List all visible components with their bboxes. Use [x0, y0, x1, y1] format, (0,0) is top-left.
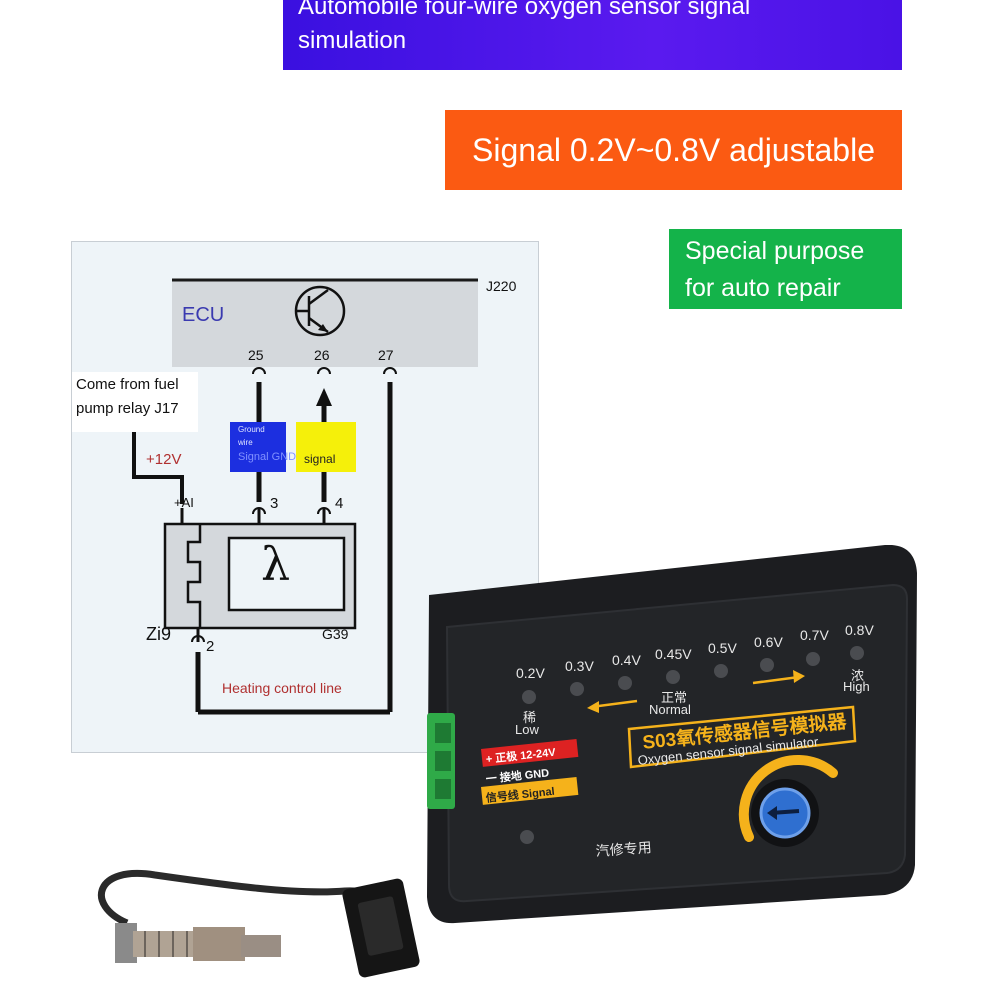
level-0.45v: 0.45V: [655, 646, 692, 662]
purpose-line-1: Special purpose: [685, 237, 865, 265]
arrow-left-icon: [587, 701, 599, 713]
arrow-right-icon: [793, 670, 805, 683]
level-0.8v: 0.8V: [845, 622, 874, 638]
pin-26: 26: [314, 347, 330, 363]
sensor-plug: [342, 878, 420, 978]
ground-small-1: Ground: [238, 425, 265, 434]
level-0.5v: 0.5V: [708, 640, 737, 656]
level-0.2v: 0.2V: [516, 665, 545, 681]
knob-scale: [738, 755, 838, 842]
title-text: Automobile four-wire oxygen sensor signa…: [298, 0, 898, 58]
ecu-label: ECU: [182, 304, 225, 326]
led-0.45v: [666, 670, 680, 684]
simulator-device: 0.2V 0.3V 0.4V 0.45V 0.5V 0.6V 0.7V 0.8V…: [415, 545, 920, 925]
ground-label: Signal GND: [238, 451, 297, 463]
led-0.5v: [714, 664, 728, 678]
signal-color-box: [296, 422, 356, 472]
oxygen-sensor: [75, 865, 465, 1001]
zi9-label: Zi9: [146, 624, 172, 644]
sensor-cable: [98, 870, 375, 927]
low-cn-label: 稀: [523, 710, 537, 725]
wiring-diagram: ECU J220 25 26 27 Come from fuel pump re…: [71, 241, 539, 753]
ground-small-2: wire: [238, 438, 253, 447]
signal-label: signal: [304, 452, 336, 466]
normal-en-label: Normal: [649, 702, 691, 717]
g39-label: G39: [322, 626, 349, 642]
plus-ai-label: +AI: [174, 495, 194, 510]
led-0.6v: [760, 658, 774, 672]
fuel-relay-line-2: pump relay J17: [76, 400, 179, 417]
heating-label: Heating control line: [222, 680, 342, 696]
led-0.3v: [570, 682, 584, 696]
wiring-diagram-lines: [72, 278, 478, 715]
sensor-pin-3: 3: [270, 495, 279, 512]
normal-cn-label: 正常: [661, 690, 688, 705]
ecu-box: [172, 280, 478, 367]
level-0.3v: 0.3V: [565, 658, 594, 674]
lambda-symbol: λ: [261, 537, 291, 591]
level-0.4v: 0.4V: [612, 652, 641, 668]
led-0.4v: [618, 676, 632, 690]
voltage-label: +12V: [146, 451, 182, 468]
high-en-label: High: [843, 679, 870, 694]
level-0.6v: 0.6V: [754, 634, 783, 650]
sensor-pin-2: 2: [206, 638, 215, 655]
sensor-probe: [115, 923, 281, 963]
pin-27: 27: [378, 347, 394, 363]
led-0.7v: [806, 652, 820, 666]
purpose-banner: Special purpose for auto repair: [669, 229, 902, 309]
lambda-box: [227, 536, 346, 612]
transistor-icon: [294, 285, 346, 337]
led-0.8v: [850, 646, 864, 660]
power-led: [520, 830, 534, 844]
level-0.7v: 0.7V: [800, 627, 829, 643]
sensor-pin-4: 4: [335, 495, 344, 512]
title-line-2: simulation: [298, 27, 407, 54]
ground-color-box: [230, 422, 286, 472]
high-cn-label: 浓: [851, 668, 865, 683]
title-banner: Automobile four-wire oxygen sensor signa…: [283, 0, 902, 70]
ecu-code: J220: [486, 278, 517, 294]
title-frame: [627, 705, 857, 769]
heater-icon: [186, 524, 202, 628]
led-0.2v: [522, 690, 536, 704]
pin-25: 25: [248, 347, 264, 363]
low-en-label: Low: [515, 722, 539, 737]
purpose-line-2: for auto repair: [685, 274, 841, 302]
auto-repair-label: 汽修专用: [595, 839, 653, 859]
fuel-relay-line-1: Come from fuel: [76, 376, 179, 393]
range-banner: Signal 0.2V~0.8V adjustable: [445, 110, 902, 190]
title-line-1: Automobile four-wire oxygen sensor signa…: [298, 0, 751, 20]
